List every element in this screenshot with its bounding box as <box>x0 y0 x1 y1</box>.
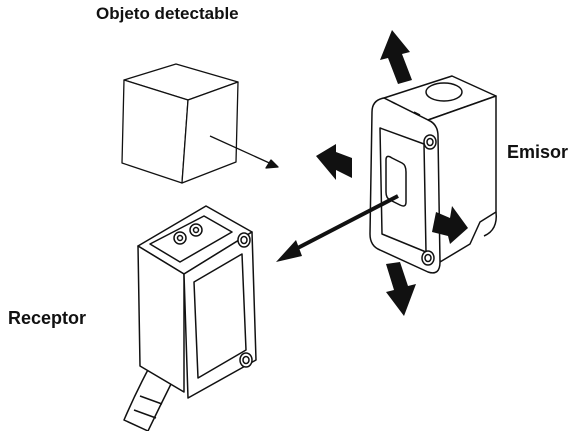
receiver-housing <box>123 205 257 432</box>
detectable-object-cube <box>121 63 279 184</box>
down-arrow <box>386 262 416 316</box>
detectable-object-label: Objeto detectable <box>96 4 239 23</box>
light-beam-arrow <box>276 194 399 262</box>
emitter-label: Emisor <box>507 142 569 162</box>
left-arrow <box>316 144 352 180</box>
right-arrow <box>432 206 468 244</box>
up-arrow <box>380 30 412 84</box>
emitter-housing <box>369 75 497 274</box>
receiver-label: Receptor <box>8 308 87 328</box>
